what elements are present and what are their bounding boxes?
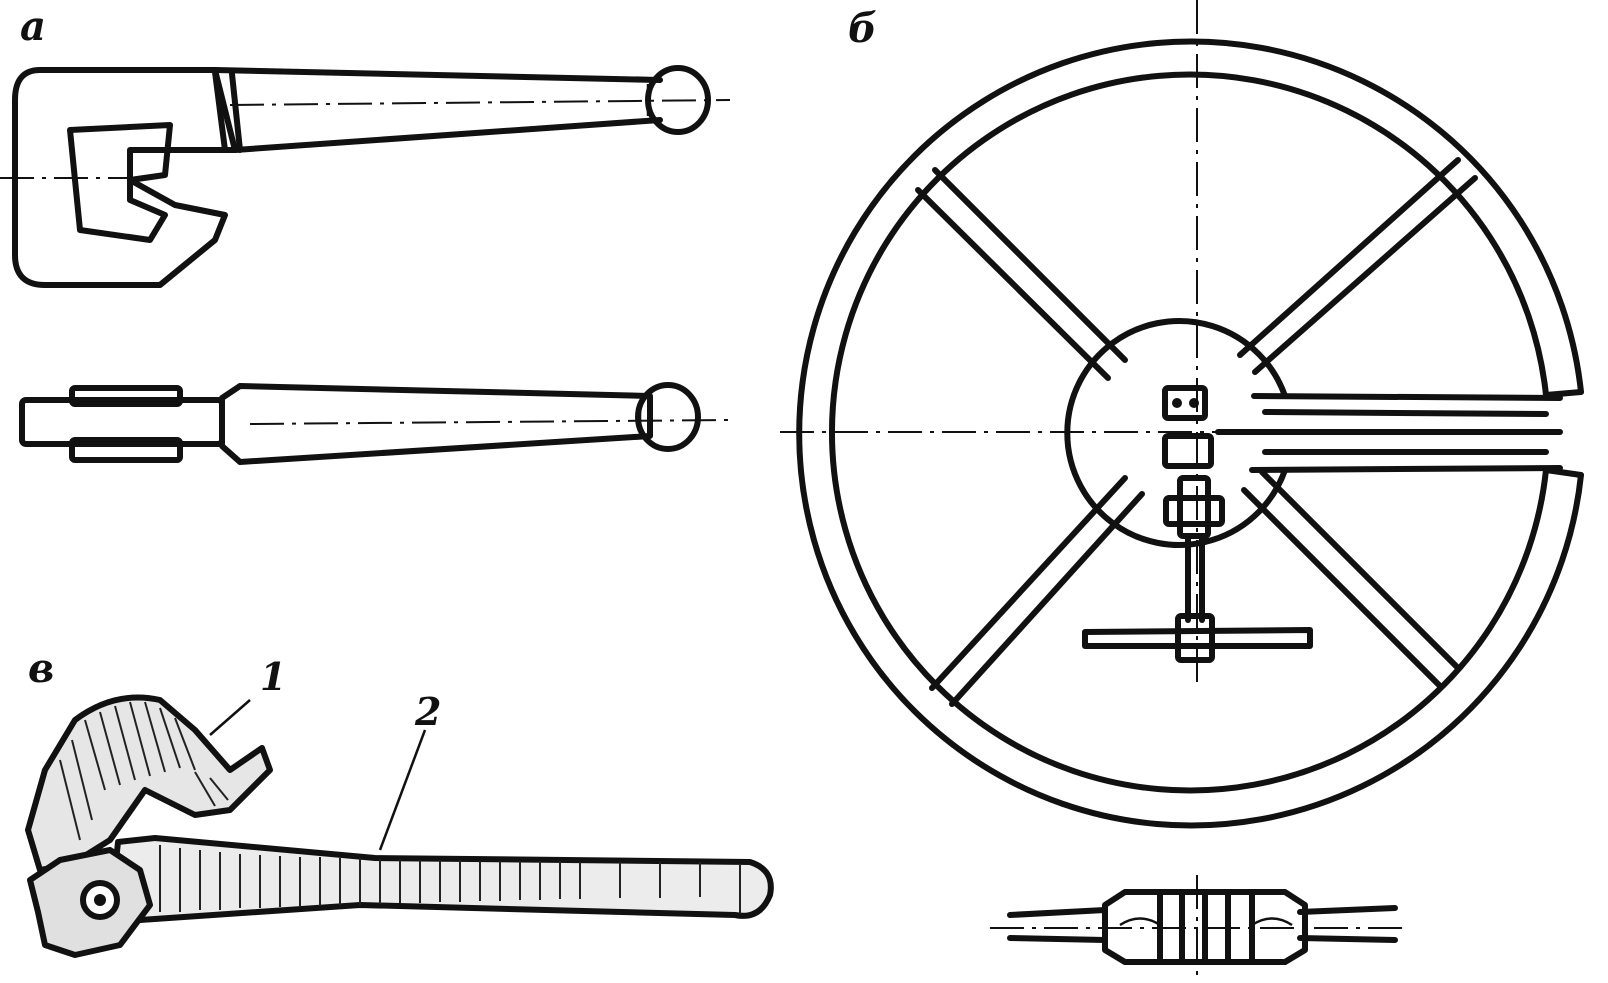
wheel-rim-outer [796,38,1584,829]
wrench-a-side-jaw-bottom [69,437,183,463]
clamp-detail-rod-left-1 [1007,907,1108,918]
leader-part-2 [378,729,427,851]
wrench-a-side-ball [635,382,701,452]
label-view-a: а [20,3,46,50]
wrench-a-collar-1 [212,69,228,153]
callout-part-2: 2 [414,689,441,734]
wheel-spoke-lower-left [929,475,1145,707]
label-view-b: б [848,5,877,52]
wheel-t-handle-hub [1175,613,1215,663]
wheel-rim-cut-top [1543,389,1584,398]
wrench-a-collar-2 [229,71,243,153]
wrench-a-side-jaw-top [69,385,183,407]
wheel-slot-arm-bottom-1 [1249,465,1563,473]
view-v-wrench-perspective [25,694,774,958]
wrench-a-handle-bottom [232,117,663,153]
view-a-top-wrench [0,65,731,288]
part-2-shading [159,845,741,914]
view-b-clamp-detail [990,875,1410,975]
wheel-screw-nut [1163,495,1225,527]
wheel-clamp-upper [1162,385,1208,421]
view-b-handwheel [780,0,1584,829]
clamp-detail-body [1102,889,1308,965]
clamp-detail-rod-right-2 [1297,935,1398,943]
part-2-handle [109,835,774,923]
wheel-slot-arm-top-1 [1251,393,1563,401]
wrench-a-side-axis [249,419,731,425]
wrench-a-handle-axis [229,99,731,106]
wheel-slot-arm-top-2 [1262,409,1549,417]
clamp-detail-rod-left-2 [1007,935,1108,943]
view-a-side-wrench [19,382,731,465]
wrench-a-side-handle [219,383,653,465]
wheel-spoke-upper-right [1237,157,1478,375]
wheel-spoke-lower-right [1241,469,1461,689]
clamp-detail-rod-right-1 [1297,905,1398,915]
wrench-a-jaw-outline [12,67,238,288]
wrench-a-jaw-inner [67,122,173,243]
leader-part-1 [209,699,251,736]
callout-part-1: 1 [260,654,286,699]
pivot-pin-center [94,894,106,906]
wheel-clamp-lower [1162,433,1214,469]
wheel-rim-inner [828,71,1549,794]
wheel-spoke-upper-left [915,167,1128,381]
wrench-a-handle-top [212,67,663,83]
part-1-shading [59,701,229,841]
wheel-t-handle [1082,627,1313,649]
wheel-screw-body [1177,475,1211,539]
label-view-v: в [28,645,54,692]
